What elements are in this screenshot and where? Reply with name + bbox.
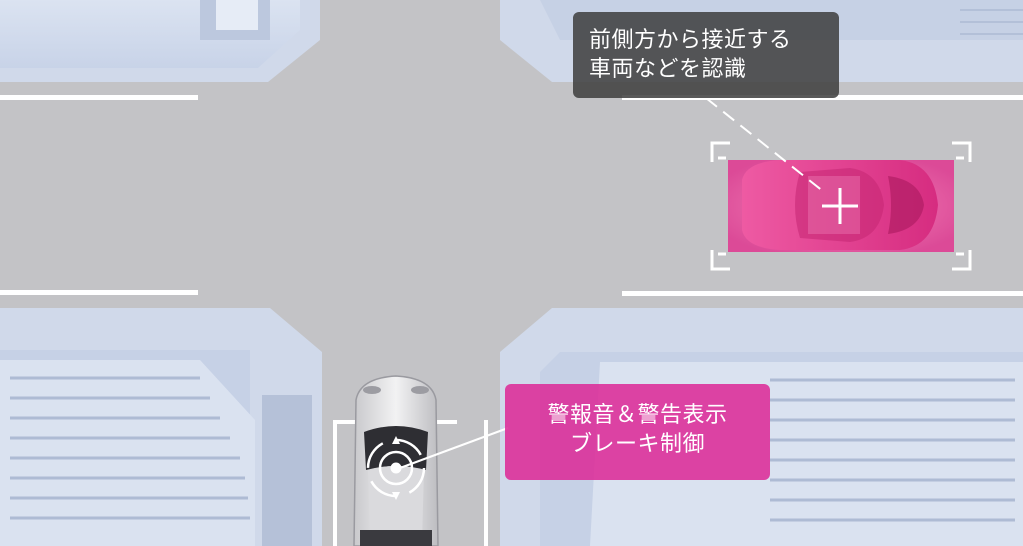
sensor-rings <box>366 436 426 500</box>
warning-callout-line1: 警報音＆警告表示 <box>547 403 728 428</box>
detection-callout: 前側方から接近する 車両などを認識 <box>573 12 839 98</box>
warning-leader-line <box>399 427 509 469</box>
building-block-bottom-left <box>0 308 322 546</box>
warning-callout: 警報音＆警告表示 ブレーキ制御 <box>505 384 770 480</box>
building-block-top-left <box>0 0 320 82</box>
warning-callout-line2: ブレーキ制御 <box>569 432 705 457</box>
detection-callout-line1: 前側方から接近する <box>589 28 792 53</box>
target-crosshair <box>822 188 858 224</box>
own-car <box>353 375 439 546</box>
detection-brackets <box>710 141 972 271</box>
detection-callout-line2: 車両などを認識 <box>589 57 747 82</box>
detection-leader-line <box>705 97 825 193</box>
